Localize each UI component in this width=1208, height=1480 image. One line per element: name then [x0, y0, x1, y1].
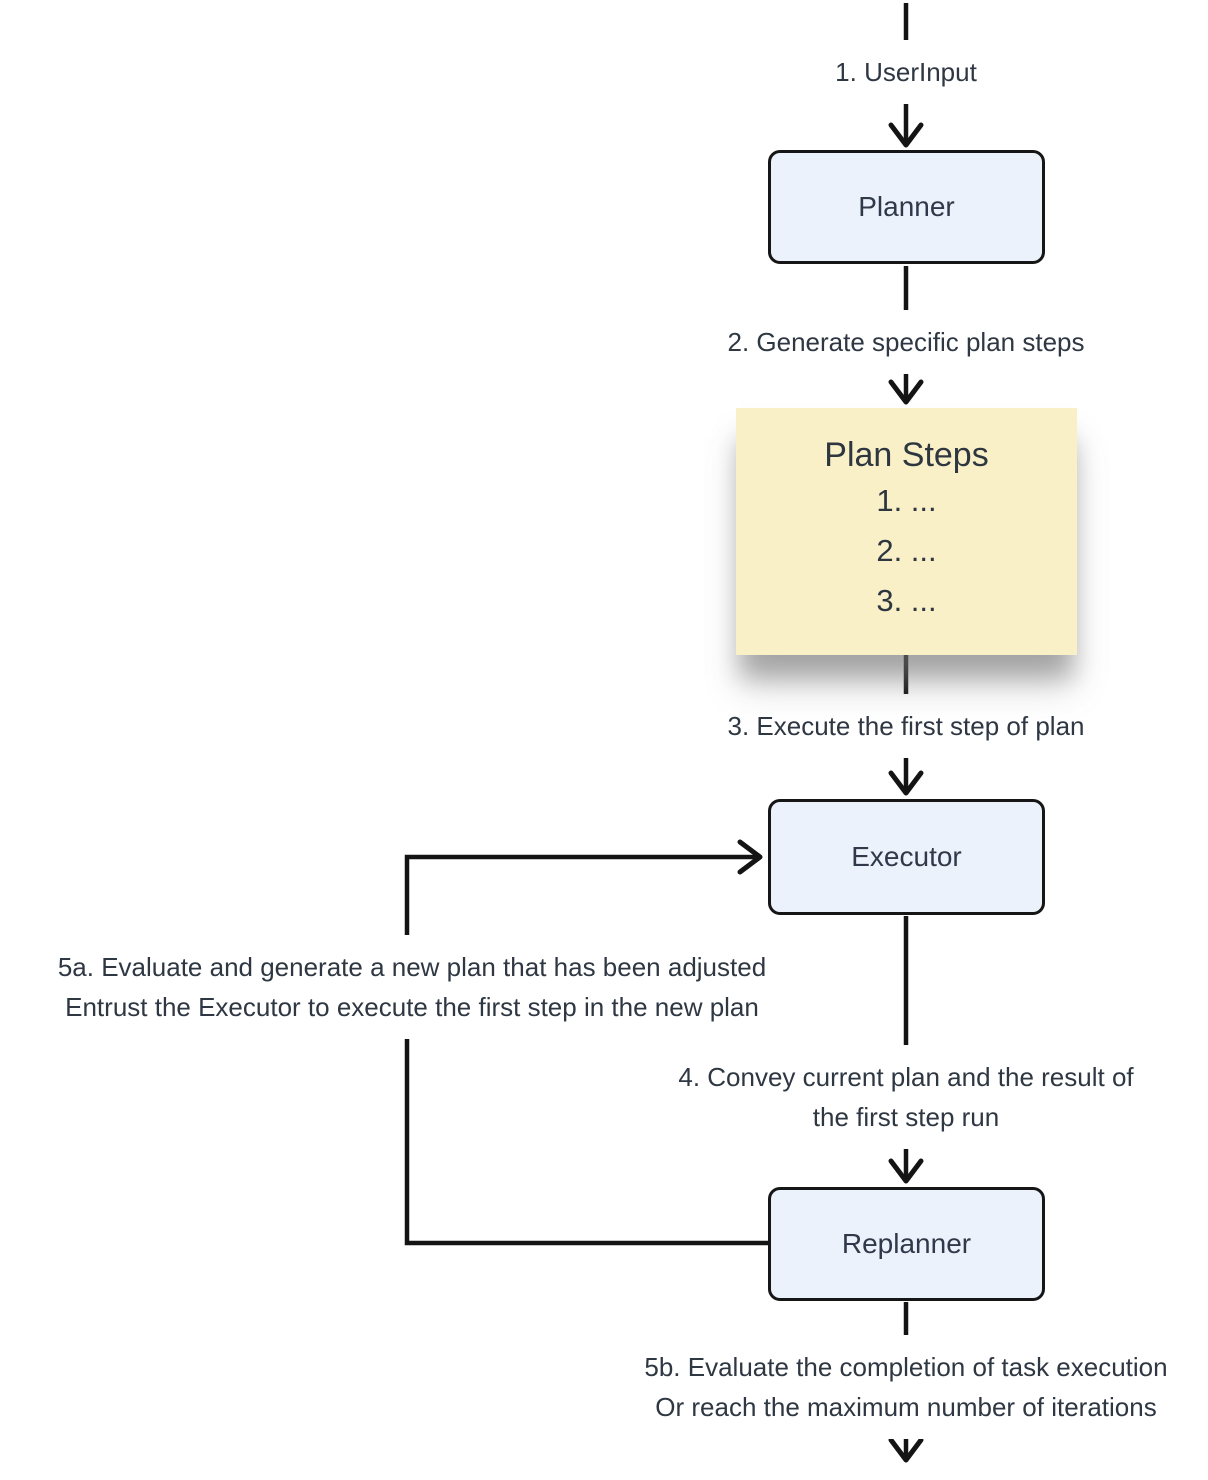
node-executor-label: Executor	[851, 841, 962, 872]
edge-label-convey-plan-line1: 4. Convey current plan and the result of	[678, 1062, 1134, 1092]
edge-label-replan-loop-line2: Entrust the Executor to execute the firs…	[65, 992, 759, 1022]
edge-label-replan-loop: 5a. Evaluate and generate a new plan tha…	[43, 935, 781, 1039]
arrow-down-icon	[888, 379, 924, 405]
edge-label-userinput: 1. UserInput	[821, 40, 991, 104]
edge-label-evaluate-completion: 5b. Evaluate the completion of task exec…	[630, 1335, 1182, 1439]
arrow-down-icon	[888, 122, 924, 148]
edge-label-evaluate-completion-line1: 5b. Evaluate the completion of task exec…	[644, 1352, 1168, 1382]
node-planner-label: Planner	[858, 191, 955, 222]
plan-steps-item-2: 2. ...	[876, 533, 937, 568]
arrow-down-icon	[888, 1158, 924, 1184]
edge-replan-loop-line	[404, 854, 768, 1246]
plan-steps-item-1: 1. ...	[876, 483, 937, 518]
edge-label-execute-first-step: 3. Execute the first step of plan	[713, 694, 1099, 758]
node-plan-steps: Plan Steps 1. ... 2. ... 3. ...	[736, 408, 1077, 655]
arrow-down-icon	[888, 1437, 924, 1463]
edge-label-generate-plan: 2. Generate specific plan steps	[713, 310, 1099, 374]
edge-label-convey-plan: 4. Convey current plan and the result of…	[664, 1045, 1148, 1149]
plan-steps-item-3: 3. ...	[876, 583, 937, 618]
node-replanner: Replanner	[768, 1187, 1045, 1301]
edge-label-replan-loop-line1: 5a. Evaluate and generate a new plan tha…	[57, 952, 767, 982]
plan-steps-title: Plan Steps	[824, 436, 989, 474]
arrow-right-icon	[737, 839, 763, 875]
node-planner: Planner	[768, 150, 1045, 264]
node-replanner-label: Replanner	[841, 1228, 972, 1259]
edge-label-convey-plan-line2: the first step run	[812, 1102, 1000, 1132]
arrow-down-icon	[888, 770, 924, 796]
edge-label-evaluate-completion-line2: Or reach the maximum number of iteration…	[655, 1392, 1157, 1422]
node-executor: Executor	[768, 799, 1045, 915]
